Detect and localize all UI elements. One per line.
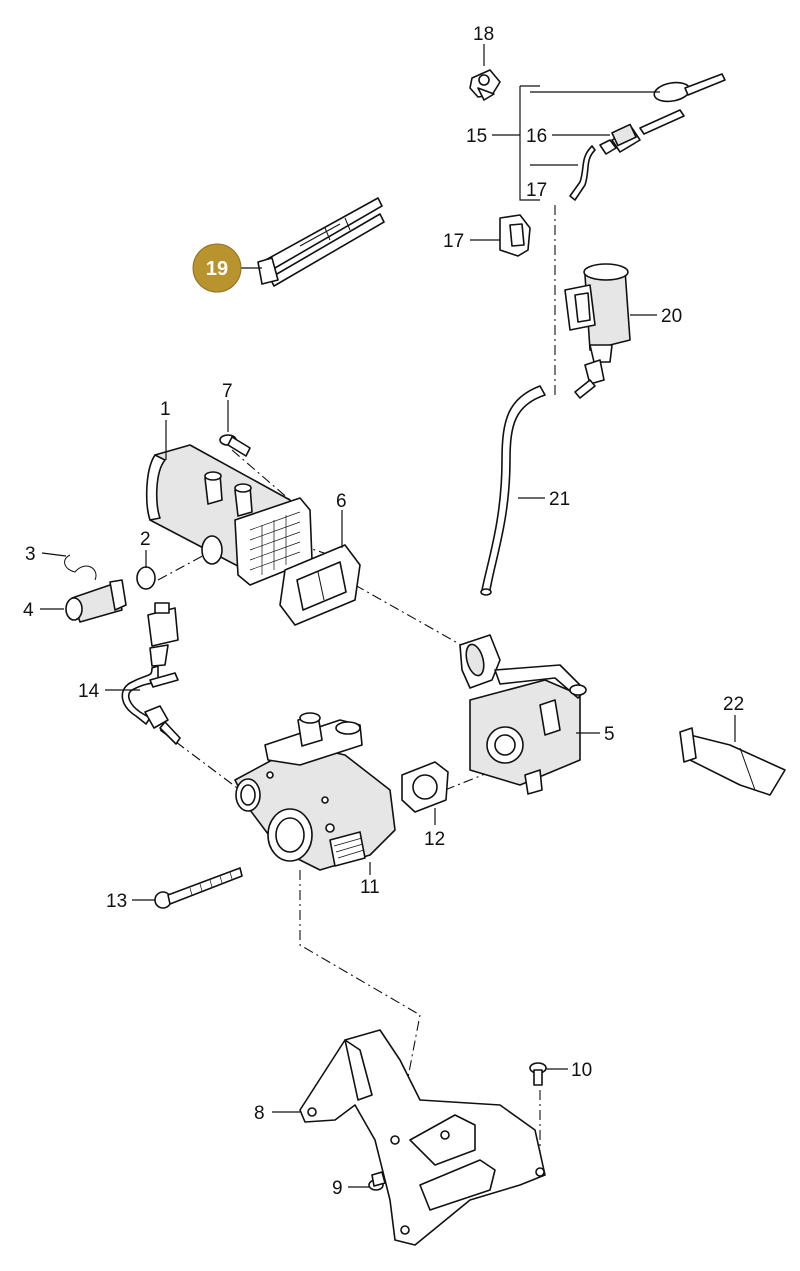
part-8-bracket[interactable] — [299, 1029, 546, 1246]
part-3-clip[interactable] — [64, 554, 97, 581]
callout-17-lower[interactable]: 17 — [443, 231, 464, 252]
callout-19-badge[interactable]: 19 — [192, 243, 242, 293]
callout-18[interactable]: 18 — [473, 24, 494, 45]
callout-10[interactable]: 10 — [571, 1060, 592, 1081]
part-1-egr-cooler[interactable] — [145, 444, 313, 586]
callout-3[interactable]: 3 — [25, 544, 36, 565]
part-21-hose[interactable] — [480, 385, 546, 596]
callout-13[interactable]: 13 — [106, 891, 127, 912]
callout-14[interactable]: 14 — [78, 681, 100, 702]
part-13-bolt[interactable] — [154, 867, 243, 909]
callout-1[interactable]: 1 — [160, 399, 171, 420]
badge-circle — [192, 243, 242, 293]
callout-2[interactable]: 2 — [140, 529, 151, 550]
part-6-gasket[interactable] — [279, 544, 361, 626]
part-17-bracket[interactable] — [499, 214, 531, 257]
part-22-sealant-tube[interactable] — [679, 727, 786, 796]
part-11-housing[interactable] — [234, 712, 396, 871]
part-9-screw[interactable] — [368, 1171, 386, 1191]
part-16-check-valve[interactable] — [611, 123, 637, 147]
part-12-gasket[interactable] — [401, 761, 449, 813]
part-18-clip[interactable] — [469, 69, 501, 101]
callout-20[interactable]: 20 — [661, 306, 682, 327]
callout-12[interactable]: 12 — [424, 829, 445, 850]
callout-15[interactable]: 15 — [466, 126, 487, 147]
part-15-vacuum-line[interactable] — [569, 73, 726, 201]
part-10-screw[interactable] — [529, 1062, 547, 1086]
assembly-lines — [157, 205, 556, 1170]
part-19-cable-ties[interactable] — [257, 197, 385, 287]
callout-21[interactable]: 21 — [549, 489, 570, 510]
part-14-temperature-sensor[interactable] — [121, 602, 181, 745]
leader-lines — [40, 44, 736, 1188]
callout-7[interactable]: 7 — [222, 381, 233, 402]
part-4-connector[interactable] — [65, 579, 127, 623]
callout-9[interactable]: 9 — [332, 1178, 343, 1199]
callout-17-upper[interactable]: 17 — [526, 180, 547, 201]
callout-19: 19 — [206, 258, 228, 280]
part-20-solenoid-valve[interactable] — [564, 263, 631, 399]
callout-11[interactable]: 11 — [360, 877, 380, 898]
callout-6[interactable]: 6 — [336, 491, 347, 512]
callout-16[interactable]: 16 — [526, 126, 547, 147]
callout-labels: 18 15 16 17 17 20 7 1 21 6 2 3 4 14 22 5… — [23, 24, 744, 1199]
part-5-egr-valve[interactable] — [459, 634, 587, 795]
callout-8[interactable]: 8 — [254, 1103, 265, 1124]
part-2-o-ring[interactable] — [136, 566, 156, 590]
callout-4[interactable]: 4 — [23, 600, 34, 621]
callout-5[interactable]: 5 — [604, 724, 615, 745]
part-7-screw[interactable] — [219, 434, 251, 457]
callout-22[interactable]: 22 — [723, 694, 744, 715]
